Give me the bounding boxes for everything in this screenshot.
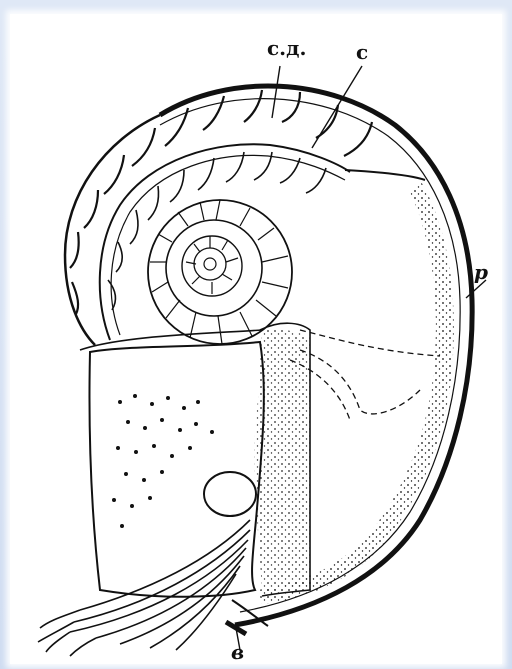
tentacles [38, 520, 250, 656]
label-funnel: в [231, 642, 244, 662]
label-septal-tube: с.д. [267, 38, 306, 58]
middle-whorl [100, 144, 350, 340]
inner-septa [150, 200, 288, 344]
dashed-organs [290, 330, 440, 420]
hood [89, 342, 263, 597]
label-septum: с [356, 42, 368, 62]
hood-dots [112, 394, 214, 528]
inner-spiral [148, 200, 292, 344]
outer-whorl [65, 115, 160, 345]
eye [204, 472, 256, 516]
middle-septa [108, 152, 326, 310]
label-shell-edge: р [474, 262, 488, 282]
siphuncle-line [345, 170, 425, 180]
middle-whorl-inner [111, 155, 345, 335]
